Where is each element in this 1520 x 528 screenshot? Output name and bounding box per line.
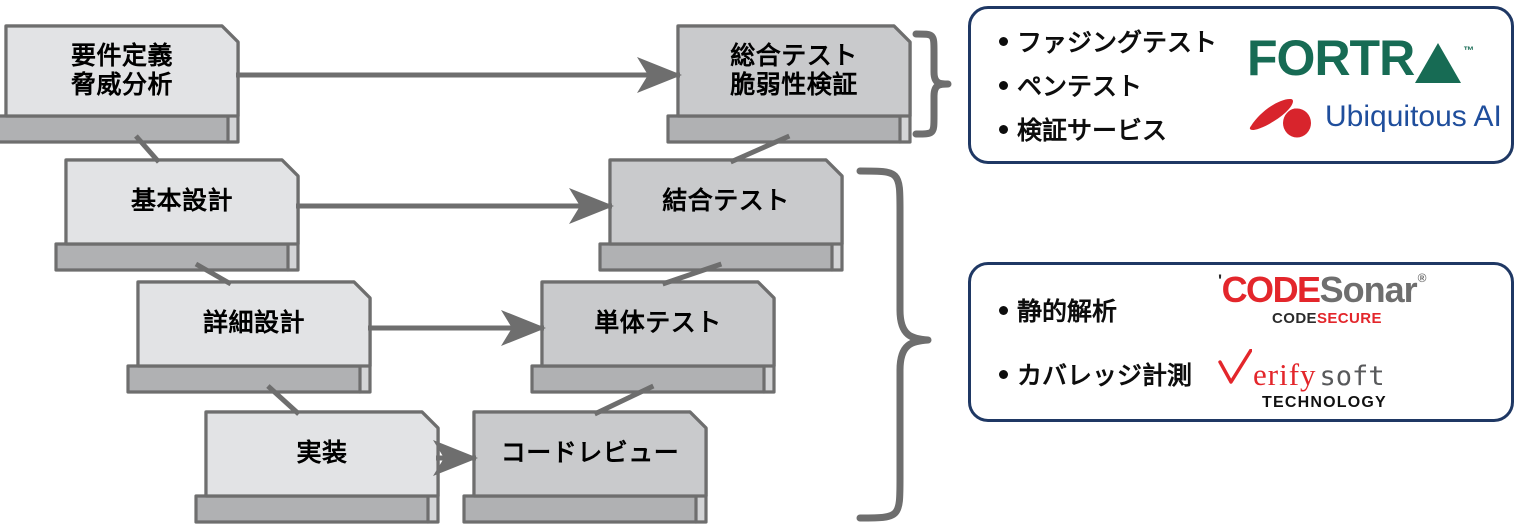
process-box-detail-design[interactable] <box>126 280 372 394</box>
connector-lines-group <box>134 133 791 417</box>
bullet-label: 静的解析 <box>1017 298 1118 326</box>
connector-basic-design-to-detail-design <box>194 261 233 287</box>
connector-system-test-to-integration-test <box>729 133 791 165</box>
bullet-label: 検証サービス <box>1017 117 1168 145</box>
codesonar-registered-mark: ® <box>1417 271 1427 285</box>
codesonar-wordmark: ' CODE Sonar ® <box>1218 269 1427 310</box>
process-box-system-test[interactable] <box>666 24 912 144</box>
bullet-dot-icon <box>999 36 1008 46</box>
bullet-item: ペンテスト <box>999 67 1217 103</box>
verifysoft-technology-subtitle: TECHNOLOGY <box>1262 394 1387 411</box>
verifysoft-soft-text: soft <box>1319 361 1385 392</box>
fortra-wordmark: FORTR <box>1247 29 1415 86</box>
codesonar-logo: ' CODE Sonar ® CODE SECURE <box>1218 269 1427 328</box>
process-box-implementation[interactable] <box>194 410 440 524</box>
bullet-label: カバレッジ計測 <box>1017 362 1193 390</box>
security-testing-panel: ファジングテスト ペンテスト 検証サービス FORTR ™ <box>968 6 1514 164</box>
fortra-logo: FORTR ™ <box>1247 33 1474 83</box>
verifysoft-logo: erify soft TECHNOLOGY <box>1218 348 1387 412</box>
codesonar-sonar-text: Sonar <box>1319 269 1418 310</box>
bullet-item: カバレッジ計測 <box>999 356 1192 392</box>
bullet-item: 静的解析 <box>999 292 1192 328</box>
brace-top <box>912 30 952 138</box>
process-box-unit-test[interactable] <box>530 280 776 394</box>
connector-unit-test-to-code-review <box>593 383 655 417</box>
bullet-dot-icon <box>999 369 1008 379</box>
codesecure-secure-text: SECURE <box>1316 310 1382 327</box>
bullet-item: 検証サービス <box>999 111 1217 147</box>
bullet-label: ファジングテスト <box>1017 29 1218 57</box>
process-boxes-group <box>0 24 912 524</box>
static-analysis-panel: 静的解析 カバレッジ計測 ' CODE Sonar ® CODE SECURE <box>968 262 1514 422</box>
fortra-triangle-a-icon <box>1415 42 1462 83</box>
bullet-dot-icon <box>999 80 1008 90</box>
verifysoft-check-v-icon <box>1218 348 1253 385</box>
fortra-trademark: ™ <box>1463 44 1475 57</box>
ubiquitous-ai-wordmark: Ubiquitous AI <box>1325 99 1502 133</box>
static-analysis-logos: ' CODE Sonar ® CODE SECURE <box>1218 269 1427 412</box>
process-box-code-review[interactable] <box>462 410 708 524</box>
codesonar-code-text: CODE <box>1221 269 1322 310</box>
connector-requirements-to-basic-design <box>134 134 161 164</box>
security-testing-logos: FORTR ™ Ubiquitous AI <box>1247 33 1502 138</box>
bullet-dot-icon <box>999 305 1008 315</box>
codesecure-code-text: CODE <box>1272 310 1317 327</box>
bullet-label: ペンテスト <box>1017 73 1143 101</box>
brace-bottom <box>856 167 932 522</box>
bullet-dot-icon <box>999 124 1008 134</box>
bullet-item: ファジングテスト <box>999 23 1217 59</box>
process-box-requirements[interactable] <box>0 24 240 144</box>
codesecure-subtitle: CODE SECURE <box>1272 310 1425 327</box>
verifysoft-erify-text: erify <box>1253 357 1317 392</box>
codesonar-tick-mark: ' <box>1218 271 1222 290</box>
process-box-basic-design[interactable] <box>54 158 300 272</box>
verifysoft-wordmark: erify soft <box>1218 348 1387 392</box>
red-droplet-icon <box>1247 96 1323 138</box>
connector-integration-test-to-unit-test <box>661 261 723 287</box>
static-analysis-bullets: 静的解析 カバレッジ計測 <box>999 278 1192 406</box>
security-testing-bullets: ファジングテスト ペンテスト 検証サービス <box>999 19 1217 151</box>
ubiquitous-ai-logo: Ubiquitous AI <box>1247 96 1502 138</box>
connector-detail-design-to-implementation <box>266 384 301 416</box>
process-box-integration-test[interactable] <box>598 158 844 272</box>
flow-arrows-group <box>236 57 682 476</box>
